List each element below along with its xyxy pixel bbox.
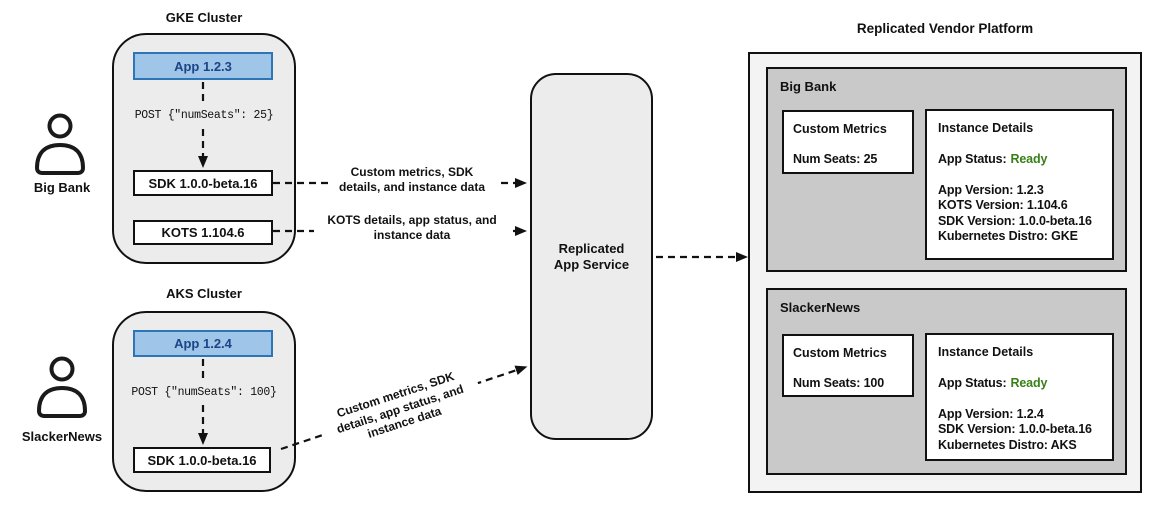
detail-line: KOTS Version: 1.104.6 [938,198,1068,212]
sdk-arrow-label-line1: Custom metrics, SDK [350,165,474,179]
aks-post-request: POST {"numSeats": 100} [131,386,277,399]
custom-metrics-card: Custom Metrics Num Seats: 25 [782,110,914,174]
app-status-value: Ready [1010,152,1048,166]
custom-metrics-card: Custom Metrics Num Seats: 100 [782,334,914,397]
platform-panel-slackernews: SlackerNews Custom Metrics Num Seats: 10… [766,288,1127,475]
sdk-arrow-label: Custom metrics, SDK details, and instanc… [328,164,496,196]
instance-details-card: Instance Details App Status:Ready App Ve… [925,109,1114,260]
detail-line: SDK Version: 1.0.0-beta.16 [938,213,1092,228]
custom-metrics-title: Custom Metrics [793,346,887,360]
app-status-label: App Status: [938,152,1007,166]
detail-lines: App Version: 1.2.4 SDK Version: 1.0.0-be… [938,407,1108,454]
gke-cluster-title: GKE Cluster [165,10,243,25]
detail-lines: App Version: 1.2.3 KOTS Version: 1.104.6… [938,183,1108,245]
app-status-row: App Status:Ready [938,376,1108,392]
service-label-line1: Replicated [558,240,625,256]
app-status-label: App Status: [938,376,1007,390]
num-seats-value: Num Seats: 100 [793,376,884,390]
detail-line: SDK Version: 1.0.0-beta.16 [938,422,1092,436]
aks-app-node: App 1.2.4 [133,330,273,357]
instance-details-card: Instance Details App Status:Ready App Ve… [925,333,1114,461]
platform-title: Replicated Vendor Platform [856,21,1034,36]
detail-line: Kubernetes Distro: GKE [938,229,1078,243]
customer-label-slackernews: SlackerNews [21,429,103,444]
app-status-value: Ready [1010,376,1048,390]
instance-details-title: Instance Details [938,345,1034,359]
replicated-app-service-box: Replicated App Service [530,73,653,440]
aks-sdk-arrow-label: Custom metrics, SDK details, app status,… [314,361,486,456]
instance-details-title: Instance Details [938,121,1034,135]
aks-cluster-title: AKS Cluster [166,286,242,301]
kots-arrow-label: KOTS details, app status, and instance d… [314,212,510,244]
panel-name: Big Bank [780,79,837,94]
aks-sdk-node: SDK 1.0.0-beta.16 [133,447,271,473]
panel-name: SlackerNews [780,300,861,315]
app-status-row: App Status:Ready [938,152,1108,168]
detail-line: App Version: 1.2.3 [938,182,1044,197]
kots-arrow-label-line1: KOTS details, app status, and [327,213,497,227]
gke-post-request: POST {"numSeats": 25} [134,109,274,122]
customer-label-big-bank: Big Bank [33,180,91,195]
num-seats-value: Num Seats: 25 [793,152,878,166]
person-icon [37,356,87,418]
detail-line: Kubernetes Distro: AKS [938,437,1077,452]
gke-kots-node: KOTS 1.104.6 [133,220,273,245]
service-label-line2: App Service [553,256,630,272]
gke-app-node: App 1.2.3 [133,52,273,80]
custom-metrics-title: Custom Metrics [793,122,887,136]
gke-sdk-node: SDK 1.0.0-beta.16 [133,170,273,196]
sdk-arrow-label-line2: details, and instance data [338,180,486,194]
person-icon [35,113,85,175]
kots-arrow-label-line2: instance data [373,228,451,242]
detail-line: App Version: 1.2.4 [938,406,1044,421]
platform-panel-big-bank: Big Bank Custom Metrics Num Seats: 25 In… [766,67,1127,272]
